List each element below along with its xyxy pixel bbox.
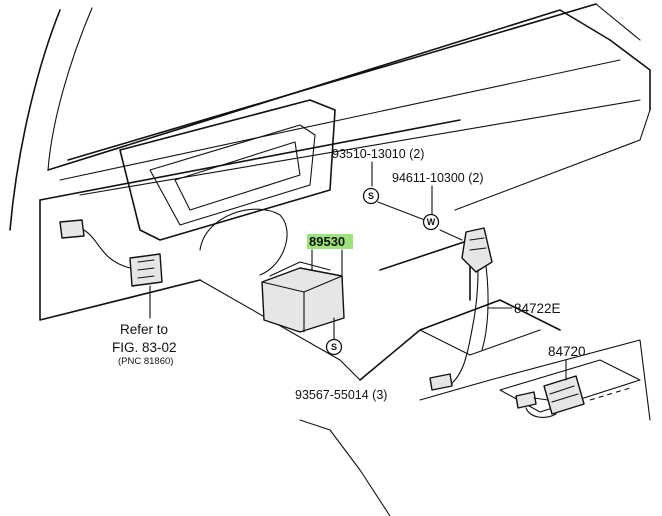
windshield-pillar-inner — [47, 7, 93, 171]
console-lower — [359, 299, 561, 381]
dash-lower-edge — [39, 199, 201, 321]
dash-panel-line — [59, 59, 621, 181]
screw-symbol-s-lower: S — [325, 338, 343, 356]
switch-84722e — [461, 227, 493, 273]
console-shifter-base — [419, 329, 541, 356]
wire-connector — [429, 373, 453, 391]
dash-top-edge — [47, 9, 611, 171]
washer-symbol-w: W — [422, 213, 440, 231]
console-hidden-line — [589, 387, 631, 401]
svg-text:W: W — [427, 217, 436, 227]
dash-right-top — [595, 3, 641, 41]
steering-column-opening — [199, 208, 288, 276]
windshield-pillar — [9, 9, 61, 231]
label-89530: 89530 — [309, 234, 345, 249]
dash-top-rear — [67, 3, 597, 161]
screw-symbol-s-upper: S — [362, 187, 380, 205]
control-unit-leader — [311, 249, 343, 281]
floor-edge-2 — [199, 279, 361, 381]
console-front — [419, 379, 491, 401]
left-wire — [83, 229, 131, 269]
cluster-hood — [119, 99, 336, 241]
console-side — [489, 339, 651, 421]
switch-wire — [449, 269, 479, 386]
dash-vent-right — [454, 109, 651, 211]
left-connector — [59, 219, 85, 239]
label-93567: 93567-55014 (3) — [295, 388, 387, 402]
floor-edge — [299, 419, 391, 516]
label-89530-highlight — [307, 234, 353, 249]
dash-right-edge — [609, 39, 651, 111]
screw-s-leader — [377, 201, 431, 223]
reference-line-3: (PNC 81860) — [118, 356, 173, 367]
label-84722e: 84722E — [514, 301, 561, 316]
switch-wire-2 — [481, 265, 489, 351]
control-unit-89530 — [261, 267, 345, 333]
svg-text:S: S — [368, 191, 374, 201]
switch-84720-wire — [525, 397, 557, 418]
console-upper — [379, 239, 471, 301]
cluster-screen — [149, 124, 316, 226]
dash-panel-line-2 — [79, 99, 641, 196]
switch-84720-detail — [549, 385, 579, 403]
switch-84722e-detail — [469, 237, 487, 251]
label-94611: 94611-10300 (2) — [392, 171, 484, 185]
control-unit-bracket — [269, 261, 331, 277]
reference-line-2: FIG. 83-02 — [112, 340, 177, 355]
reference-line-1: Refer to — [120, 322, 168, 337]
label-93510: 93510-13010 (2) — [332, 147, 424, 161]
switch-84720-plug — [515, 391, 537, 409]
left-switch — [129, 253, 163, 287]
svg-text:S: S — [331, 342, 337, 352]
label-84720: 84720 — [548, 344, 586, 359]
dash-front-face — [39, 119, 461, 201]
screw-w-leader — [439, 229, 463, 241]
switch-84720 — [543, 375, 585, 415]
left-switch-detail — [137, 259, 155, 279]
cluster-inner — [174, 141, 301, 211]
